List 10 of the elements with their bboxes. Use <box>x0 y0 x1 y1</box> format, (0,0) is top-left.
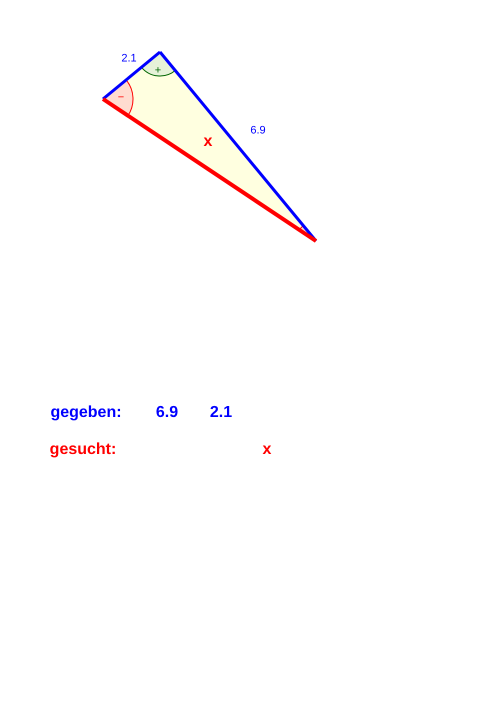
angle-sign: + <box>154 66 162 76</box>
given-heading: gegeben: <box>50 405 122 421</box>
angle-sign: − <box>118 92 124 104</box>
wanted-value: x <box>262 442 272 458</box>
wanted-heading: gesucht: <box>50 442 116 458</box>
unknown-side-label: x <box>204 134 212 150</box>
given-value: 2.1 <box>210 405 232 421</box>
given-value: 6.9 <box>156 405 178 421</box>
side-length-label: 2.1 <box>121 54 137 64</box>
side-length-label: 6.9 <box>250 126 266 136</box>
